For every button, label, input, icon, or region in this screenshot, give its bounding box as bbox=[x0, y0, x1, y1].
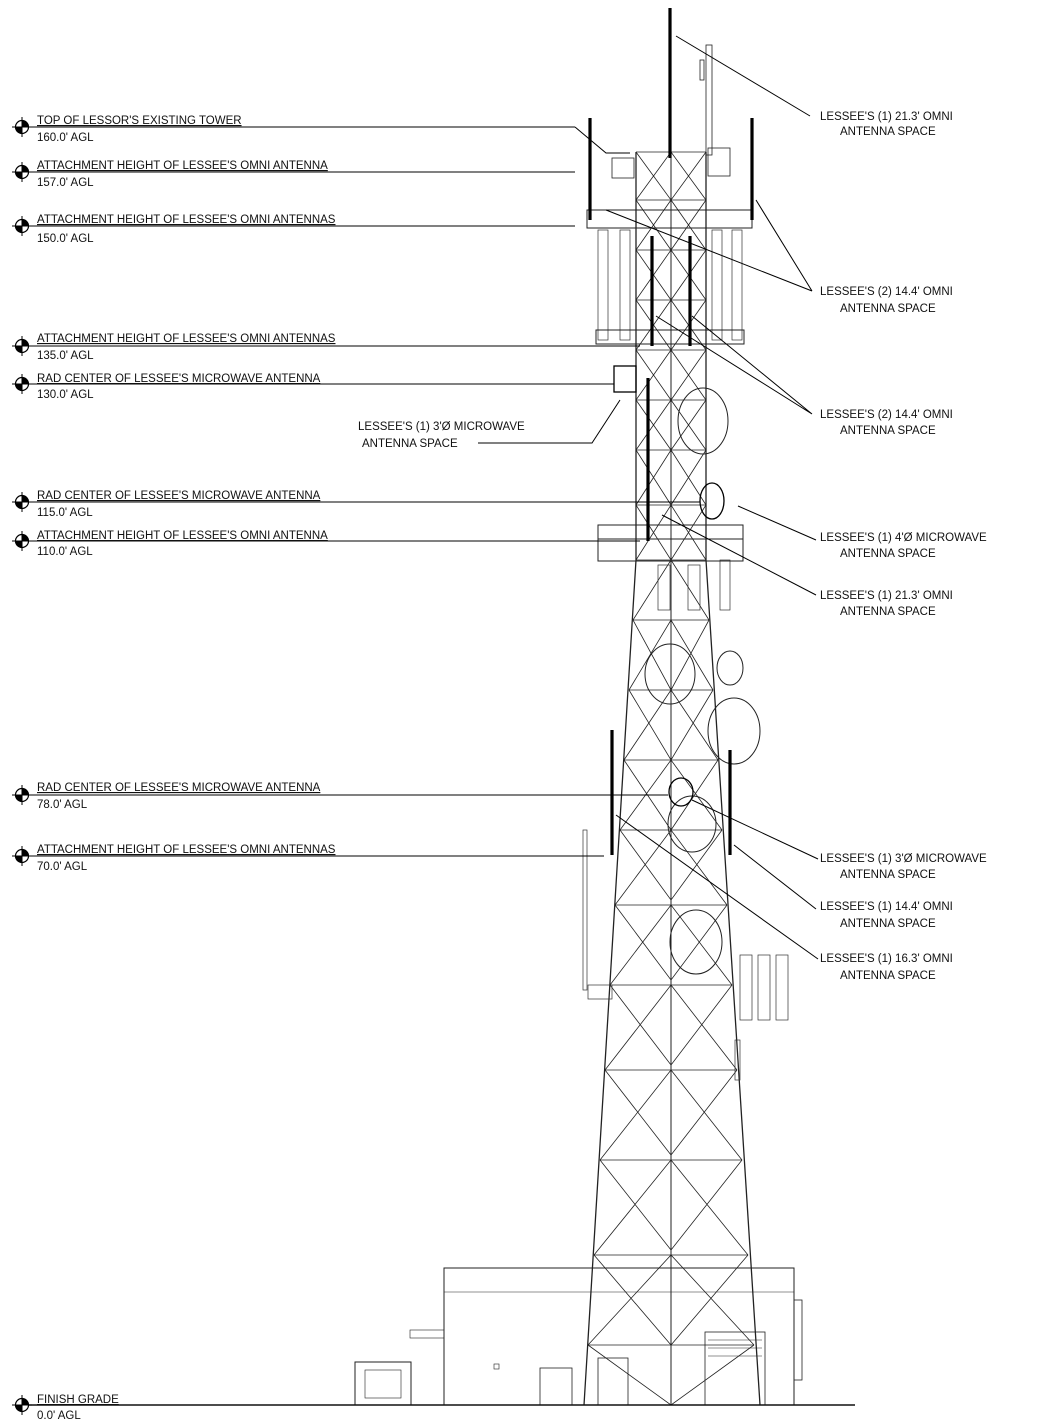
lessee-antennas bbox=[588, 8, 754, 855]
callout-line2: ANTENNA SPACE bbox=[840, 126, 936, 138]
callout-label: LESSEE'S (1) 21.3' OMNI ANTENNA SPACE bbox=[820, 111, 953, 138]
elevation-title: RAD CENTER OF LESSEE'S MICROWAVE ANTENNA bbox=[37, 782, 321, 794]
microwave-3ft-130 bbox=[613, 365, 637, 393]
elevation-title: ATTACHMENT HEIGHT OF LESSEE'S OMNI ANTEN… bbox=[37, 160, 328, 172]
elevation-value: 130.0' AGL bbox=[37, 389, 94, 401]
callout-line2: ANTENNA SPACE bbox=[840, 918, 936, 930]
existing-dish bbox=[707, 697, 761, 765]
elevation-title: RAD CENTER OF LESSEE'S MICROWAVE ANTENNA bbox=[37, 373, 321, 385]
callout-label: LESSEE'S (1) 14.4' OMNI ANTENNA SPACE bbox=[820, 901, 953, 930]
elevation-marker: ATTACHMENT HEIGHT OF LESSEE'S OMNI ANTEN… bbox=[11, 333, 640, 362]
upper-lattice bbox=[635, 151, 707, 561]
equipment-shelter bbox=[354, 1267, 803, 1406]
callout-line1: LESSEE'S (1) 4'Ø MICROWAVE bbox=[820, 532, 987, 544]
callout-label: LESSEE'S (2) 14.4' OMNI ANTENNA SPACE bbox=[820, 286, 953, 315]
elevation-marker: ATTACHMENT HEIGHT OF LESSEE'S OMNI ANTEN… bbox=[11, 530, 640, 558]
callout-line2: ANTENNA SPACE bbox=[840, 425, 936, 437]
microwave-3ft-78 bbox=[668, 777, 694, 807]
elevation-value: 135.0' AGL bbox=[37, 350, 94, 362]
callout-label: LESSEE'S (1) 4'Ø MICROWAVE ANTENNA SPACE bbox=[820, 532, 987, 560]
lower-lattice bbox=[587, 559, 755, 1406]
callout-labels: LESSEE'S (1) 21.3' OMNI ANTENNA SPACE LE… bbox=[358, 111, 987, 982]
callout-line1: LESSEE'S (2) 14.4' OMNI bbox=[820, 286, 953, 298]
elevation-value: 157.0' AGL bbox=[37, 177, 94, 189]
elevation-title: ATTACHMENT HEIGHT OF LESSEE'S OMNI ANTEN… bbox=[37, 214, 336, 226]
callout-line2: ANTENNA SPACE bbox=[840, 869, 936, 881]
tower-structure bbox=[583, 151, 761, 1406]
lessee-microwave bbox=[613, 365, 725, 807]
callout-label: LESSEE'S (1) 21.3' OMNI ANTENNA SPACE bbox=[820, 590, 953, 618]
elevation-value: 110.0' AGL bbox=[37, 546, 93, 558]
elevation-marker: RAD CENTER OF LESSEE'S MICROWAVE ANTENNA… bbox=[11, 490, 700, 519]
elevation-marker: FINISH GRADE 0.0' AGL bbox=[11, 1394, 119, 1422]
elevation-title: TOP OF LESSOR'S EXISTING TOWER bbox=[37, 115, 242, 127]
callout-line1: LESSEE'S (1) 16.3' OMNI bbox=[820, 953, 953, 965]
elevation-title: ATTACHMENT HEIGHT OF LESSEE'S OMNI ANTEN… bbox=[37, 530, 328, 542]
microwave-4ft-115 bbox=[699, 482, 725, 520]
elevation-title: RAD CENTER OF LESSEE'S MICROWAVE ANTENNA bbox=[37, 490, 321, 502]
elevation-marker: RAD CENTER OF LESSEE'S MICROWAVE ANTENNA… bbox=[11, 782, 668, 811]
elevation-title: ATTACHMENT HEIGHT OF LESSEE'S OMNI ANTEN… bbox=[37, 844, 336, 856]
elevation-value: 0.0' AGL bbox=[37, 1410, 81, 1422]
callout-line2: ANTENNA SPACE bbox=[840, 303, 936, 315]
existing-dish bbox=[716, 650, 744, 686]
elevation-marker: ATTACHMENT HEIGHT OF LESSEE'S OMNI ANTEN… bbox=[11, 214, 575, 245]
callout-line1: LESSEE'S (1) 3'Ø MICROWAVE bbox=[358, 421, 525, 433]
callout-line2: ANTENNA SPACE bbox=[840, 548, 936, 560]
callout-label: LESSEE'S (1) 3'Ø MICROWAVE ANTENNA SPACE bbox=[820, 853, 987, 881]
elevation-value: 160.0' AGL bbox=[37, 132, 94, 144]
elevation-title: FINISH GRADE bbox=[37, 1394, 119, 1406]
elevation-markers: TOP OF LESSOR'S EXISTING TOWER 160.0' AG… bbox=[11, 115, 700, 1422]
elevation-marker: ATTACHMENT HEIGHT OF LESSEE'S OMNI ANTEN… bbox=[11, 160, 575, 189]
callout-label: LESSEE'S (2) 14.4' OMNI ANTENNA SPACE bbox=[820, 409, 953, 437]
callout-line1: LESSEE'S (2) 14.4' OMNI bbox=[820, 409, 953, 421]
callout-line2: ANTENNA SPACE bbox=[840, 606, 936, 618]
existing-dish bbox=[669, 909, 723, 975]
existing-dish bbox=[644, 643, 696, 705]
callout-line1: LESSEE'S (1) 14.4' OMNI bbox=[820, 901, 953, 913]
elevation-title: ATTACHMENT HEIGHT OF LESSEE'S OMNI ANTEN… bbox=[37, 333, 336, 345]
callout-line2: ANTENNA SPACE bbox=[362, 438, 458, 450]
existing-dishes bbox=[644, 387, 761, 975]
elevation-value: 115.0' AGL bbox=[37, 507, 93, 519]
callout-label: LESSEE'S (1) 3'Ø MICROWAVE ANTENNA SPACE bbox=[358, 421, 525, 450]
callout-leaders bbox=[478, 35, 819, 960]
callout-line1: LESSEE'S (1) 21.3' OMNI bbox=[820, 111, 953, 123]
existing-dish bbox=[677, 387, 729, 455]
elevation-value: 150.0' AGL bbox=[37, 233, 94, 245]
existing-top-mast bbox=[611, 44, 731, 179]
elevation-marker: TOP OF LESSOR'S EXISTING TOWER 160.0' AG… bbox=[11, 115, 575, 144]
antenna-platforms bbox=[586, 209, 753, 562]
callout-line2: ANTENNA SPACE bbox=[840, 970, 936, 982]
callout-line1: LESSEE'S (1) 3'Ø MICROWAVE bbox=[820, 853, 987, 865]
elevation-value: 78.0' AGL bbox=[37, 799, 88, 811]
callout-line1: LESSEE'S (1) 21.3' OMNI bbox=[820, 590, 953, 602]
elevation-value: 70.0' AGL bbox=[37, 861, 88, 873]
elevation-marker: RAD CENTER OF LESSEE'S MICROWAVE ANTENNA… bbox=[11, 373, 614, 401]
callout-label: LESSEE'S (1) 16.3' OMNI ANTENNA SPACE bbox=[820, 953, 953, 982]
elevation-marker: ATTACHMENT HEIGHT OF LESSEE'S OMNI ANTEN… bbox=[11, 844, 604, 873]
existing-panels bbox=[582, 229, 789, 1081]
